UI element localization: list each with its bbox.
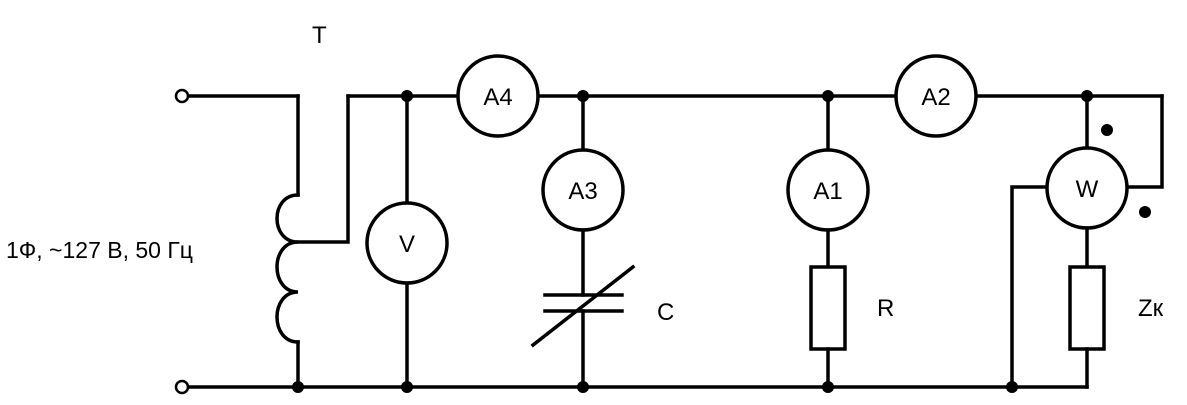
ammeter-a1-label: A1 <box>813 178 842 205</box>
wattmeter-polarity-dot-voltage <box>1139 206 1151 218</box>
transformer-tap-wire <box>296 94 350 244</box>
voltmeter <box>365 201 449 285</box>
resistor-branch: A1 R <box>786 94 894 389</box>
voltmeter-branch: V <box>365 94 449 389</box>
load-label: Zк <box>1138 295 1164 322</box>
input-terminal-bottom <box>174 379 190 395</box>
junction-nodes <box>292 90 1093 393</box>
voltmeter-label: V <box>399 231 415 258</box>
ammeter-a2-circle <box>894 54 978 138</box>
junction-node <box>292 381 304 393</box>
capacitor-branch: A3 C <box>530 94 674 389</box>
ammeter-a4: A4 <box>456 54 540 138</box>
junction-node <box>401 90 413 102</box>
capacitor-label: C <box>657 299 674 326</box>
wattmeter-label: W <box>1076 176 1099 203</box>
junction-node <box>401 381 413 393</box>
input-terminal-top <box>174 88 190 104</box>
source-label: 1Ф, ~127 В, 50 Гц <box>6 237 193 263</box>
transformer <box>275 94 350 389</box>
ammeter-a2-label: A2 <box>921 84 950 111</box>
junction-node <box>1081 90 1093 102</box>
junction-node <box>577 381 589 393</box>
wattmeter-polarity-dot-current <box>1101 124 1113 136</box>
ammeter-a4-circle <box>456 54 540 138</box>
transformer-coil <box>275 193 300 344</box>
junction-node <box>822 381 834 393</box>
variable-capacitor-arrow <box>530 264 636 348</box>
resistor-label: R <box>877 295 894 322</box>
junction-node <box>822 90 834 102</box>
resistor <box>809 265 847 351</box>
load-branch: W Zк <box>1010 94 1164 389</box>
input-terminals <box>174 88 300 395</box>
load-impedance <box>1068 265 1106 351</box>
wattmeter-voltage-coil-wire <box>1125 94 1164 189</box>
transformer-label: T <box>312 22 327 49</box>
ammeter-a2: A2 <box>894 54 978 138</box>
ammeter-a4-label: A4 <box>483 84 512 111</box>
junction-node <box>1006 381 1018 393</box>
ammeter-a3-label: A3 <box>568 178 597 205</box>
junction-node <box>577 90 589 102</box>
wattmeter-return-wire <box>1010 185 1049 389</box>
